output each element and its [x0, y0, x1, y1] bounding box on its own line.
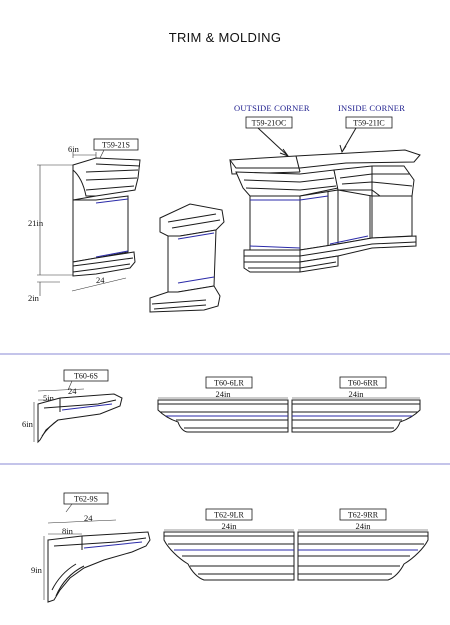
t62-depth-dim: 8in [62, 526, 74, 536]
t62-9rr: T62-9RR 24in [297, 508, 429, 581]
t59-height-dim: 21in [28, 218, 44, 228]
t60-6s-label: T60-6S [74, 372, 98, 381]
t59-dimensions: 6in 21in 2in 24 [28, 144, 127, 303]
inside-corner-part: T59-21IC [353, 119, 385, 128]
inside-corner-part-box [345, 116, 393, 129]
t62-height-dim: 9in [31, 565, 43, 575]
t60-6lr-label: T60-6LR [214, 379, 244, 388]
section-t59: T59-21S 6in 21in 2in 24 [28, 103, 421, 313]
section-t60: T60-6S 24 5in 6in T60-6LR 24in [22, 369, 421, 444]
t62-9rr-label: T62-9RR [348, 511, 379, 520]
outside-corner-part: T59-21OC [252, 119, 287, 128]
t62-9s-label: T62-9S [74, 495, 98, 504]
inside-corner-title: INSIDE CORNER [338, 103, 405, 113]
section-t62: T62-9S 24 8in 9in T62-9LR 24 [31, 492, 429, 603]
t59-depth-dim: 6in [68, 144, 80, 154]
t59-base-dim: 2in [28, 293, 40, 303]
t59-21s-label: T59-21S [93, 138, 139, 159]
outside-corner-part-box [245, 116, 293, 129]
t60-length-dim: 24 [68, 386, 77, 396]
t62-9s-profile [47, 531, 151, 603]
t60-height-dim: 6in [22, 419, 34, 429]
t62-length-dim: 24 [84, 513, 93, 523]
t59-21s-panel [72, 157, 141, 277]
t60-6rr-label: T60-6RR [348, 379, 379, 388]
t60-6lr: T60-6LR 24in [157, 376, 289, 433]
t60-6lr-length: 24in [215, 389, 231, 399]
t62-9rr-length: 24in [355, 521, 371, 531]
t62-9s-label-box [63, 492, 109, 505]
page-title: TRIM & MOLDING [168, 30, 282, 45]
t62-9lr-label: T62-9LR [214, 511, 244, 520]
t60-6s-profile [37, 393, 123, 444]
t62-9lr: T62-9LR 24in [163, 508, 295, 581]
t60-6rr: T60-6RR 24in [291, 376, 421, 433]
t60-6rr-length: 24in [348, 389, 364, 399]
t59-length-dim: 24 [96, 275, 105, 285]
t60-depth-dim: 5in [43, 393, 55, 403]
t62-9lr-length: 24in [221, 521, 237, 531]
t60-6s-label-box [63, 369, 109, 382]
t59-21s-profile [149, 203, 225, 313]
t59-21s-label-text: T59-21S [102, 141, 130, 150]
corner-assembly: OUTSIDE CORNER T59-21OC INSIDE CORNER T5… [229, 103, 421, 273]
outside-corner-title: OUTSIDE CORNER [234, 103, 310, 113]
